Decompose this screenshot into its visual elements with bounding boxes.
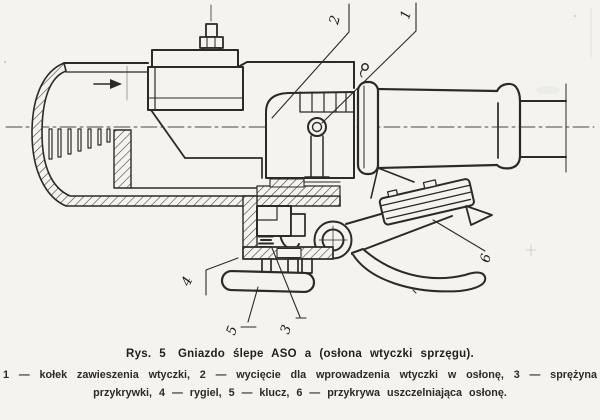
shell-wall-section [31, 62, 341, 207]
flap-hinge-lines [370, 167, 415, 199]
block-roof-edge [237, 61, 355, 68]
leader-3 [271, 247, 307, 319]
callout-4: 4 [178, 274, 197, 289]
key-handle [220, 269, 316, 294]
tube-stub [519, 100, 567, 158]
tube-bulge [495, 82, 522, 170]
callout-2: 2 [326, 14, 344, 27]
scan-artifacts [3, 7, 592, 257]
flap-tab [386, 189, 399, 198]
latch-mechanism [220, 195, 334, 294]
cover-spring [258, 235, 274, 248]
housing-ribs [311, 91, 347, 113]
cover-plate [151, 49, 239, 68]
pin-shank [304, 135, 330, 178]
figure-caption: Rys. 5 Gniazdo ślepe ASO a (osłona wtyczk… [0, 341, 600, 402]
callout-1: 1 [397, 8, 415, 21]
latch-step [290, 213, 306, 237]
lever-handle-curve [351, 248, 487, 293]
flap-wedge [465, 205, 493, 226]
callout-5: 5 [223, 324, 241, 338]
body-block [147, 61, 369, 179]
block-lower-slant [150, 109, 186, 159]
retainer-curl [361, 63, 369, 71]
key-stem [261, 258, 272, 273]
flap-tab [422, 179, 438, 190]
tube-body [376, 82, 567, 170]
bolt-head [205, 23, 218, 38]
leader-5 [240, 286, 259, 328]
leader-1 [321, 2, 417, 124]
bolt-nut [199, 36, 224, 49]
figure-legend-line-1: 1 — kołek zawieszenia wtyczki, 2 — wycię… [3, 369, 597, 381]
tube-collar [356, 80, 380, 176]
suspension-pin [307, 117, 327, 137]
latch-stub [301, 258, 313, 274]
figure-title-text: Gniazdo ślepe ASO a (osłona wtyczki sprz… [177, 348, 474, 360]
figure-legend-line-2: przykrywki, 4 — rygiel, 5 — klucz, 6 — p… [93, 387, 507, 399]
leader-4 [205, 257, 239, 296]
leader-2 [271, 3, 350, 119]
flow-direction-arrow-icon [93, 79, 122, 89]
plug-housing [265, 91, 355, 188]
callout-leaders [205, 2, 486, 328]
figure-number: Rys. 5 [126, 348, 166, 360]
callout-3: 3 [277, 323, 295, 337]
sealing-cover-flap [370, 167, 493, 226]
seal-section [269, 178, 305, 188]
mechanism-column-section [242, 195, 258, 249]
leader-6 [432, 219, 486, 252]
bolt-latch-body [256, 205, 292, 237]
shell-inner-rib-section [113, 129, 132, 189]
shell-interior-slots [48, 128, 111, 160]
technical-drawing: 1 2 3 4 5 6 [3, 2, 595, 338]
callout-6: 6 [477, 252, 495, 264]
figure-title: Rys. 5 Gniazdo ślepe ASO a (osłona wtyczk… [0, 348, 600, 360]
